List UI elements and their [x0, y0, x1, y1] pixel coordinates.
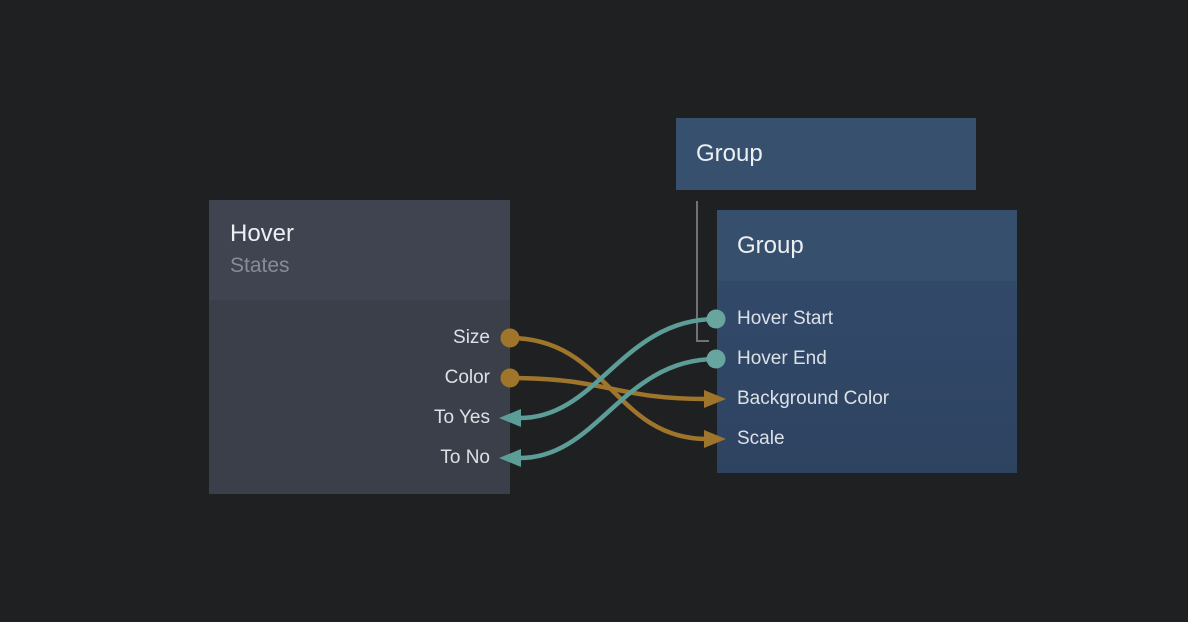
port-hover-end-label: Hover End [737, 348, 827, 369]
parent-link-elbow [696, 201, 709, 342]
port-to-no-label: To No [440, 447, 490, 468]
connection-hover-end-to-to-no[interactable] [499, 356, 719, 467]
port-background-color-label: Background Color [737, 388, 890, 409]
node-hover[interactable]: Hover States Size Color To Yes To No [209, 200, 510, 494]
connection-size-to-scale[interactable] [507, 335, 726, 448]
node-group-top-title: Group [696, 140, 763, 167]
port-size-label: Size [453, 327, 490, 348]
port-hover-end[interactable]: Hover End [717, 339, 1017, 379]
node-hover-title: Hover [230, 220, 295, 247]
port-hover-start[interactable]: Hover Start [717, 299, 1017, 339]
port-color[interactable]: Color [209, 358, 510, 398]
wire-hover-end-to-to-no[interactable] [517, 356, 719, 461]
node-hover-header[interactable]: Hover States [209, 200, 510, 300]
port-size[interactable]: Size [209, 318, 510, 358]
node-group-main-header[interactable]: Group [717, 210, 1017, 281]
node-group-main[interactable]: Group Hover Start Hover End Background C… [717, 210, 1017, 473]
connection-hover-start-to-to-yes[interactable] [499, 316, 719, 427]
port-background-color[interactable]: Background Color [717, 379, 1017, 419]
node-hover-body: Size Color To Yes To No [209, 300, 510, 478]
port-scale-label: Scale [737, 428, 785, 449]
wire-hover-start-to-to-yes[interactable] [517, 316, 719, 421]
connection-color-to-background-color[interactable] [507, 375, 726, 408]
wire-color-to-background-color[interactable] [507, 375, 710, 402]
port-to-no[interactable]: To No [209, 438, 510, 478]
port-color-label: Color [444, 367, 490, 388]
node-group-main-title: Group [737, 231, 804, 259]
port-to-yes-label: To Yes [434, 407, 490, 428]
port-scale[interactable]: Scale [717, 419, 1017, 459]
node-group-main-body: Hover Start Hover End Background Color S… [717, 281, 1017, 473]
node-hover-subtitle: States [230, 254, 290, 277]
port-to-yes[interactable]: To Yes [209, 398, 510, 438]
node-group-top[interactable]: Group [676, 118, 976, 190]
port-hover-start-label: Hover Start [737, 308, 834, 329]
wire-size-to-scale[interactable] [507, 335, 710, 442]
